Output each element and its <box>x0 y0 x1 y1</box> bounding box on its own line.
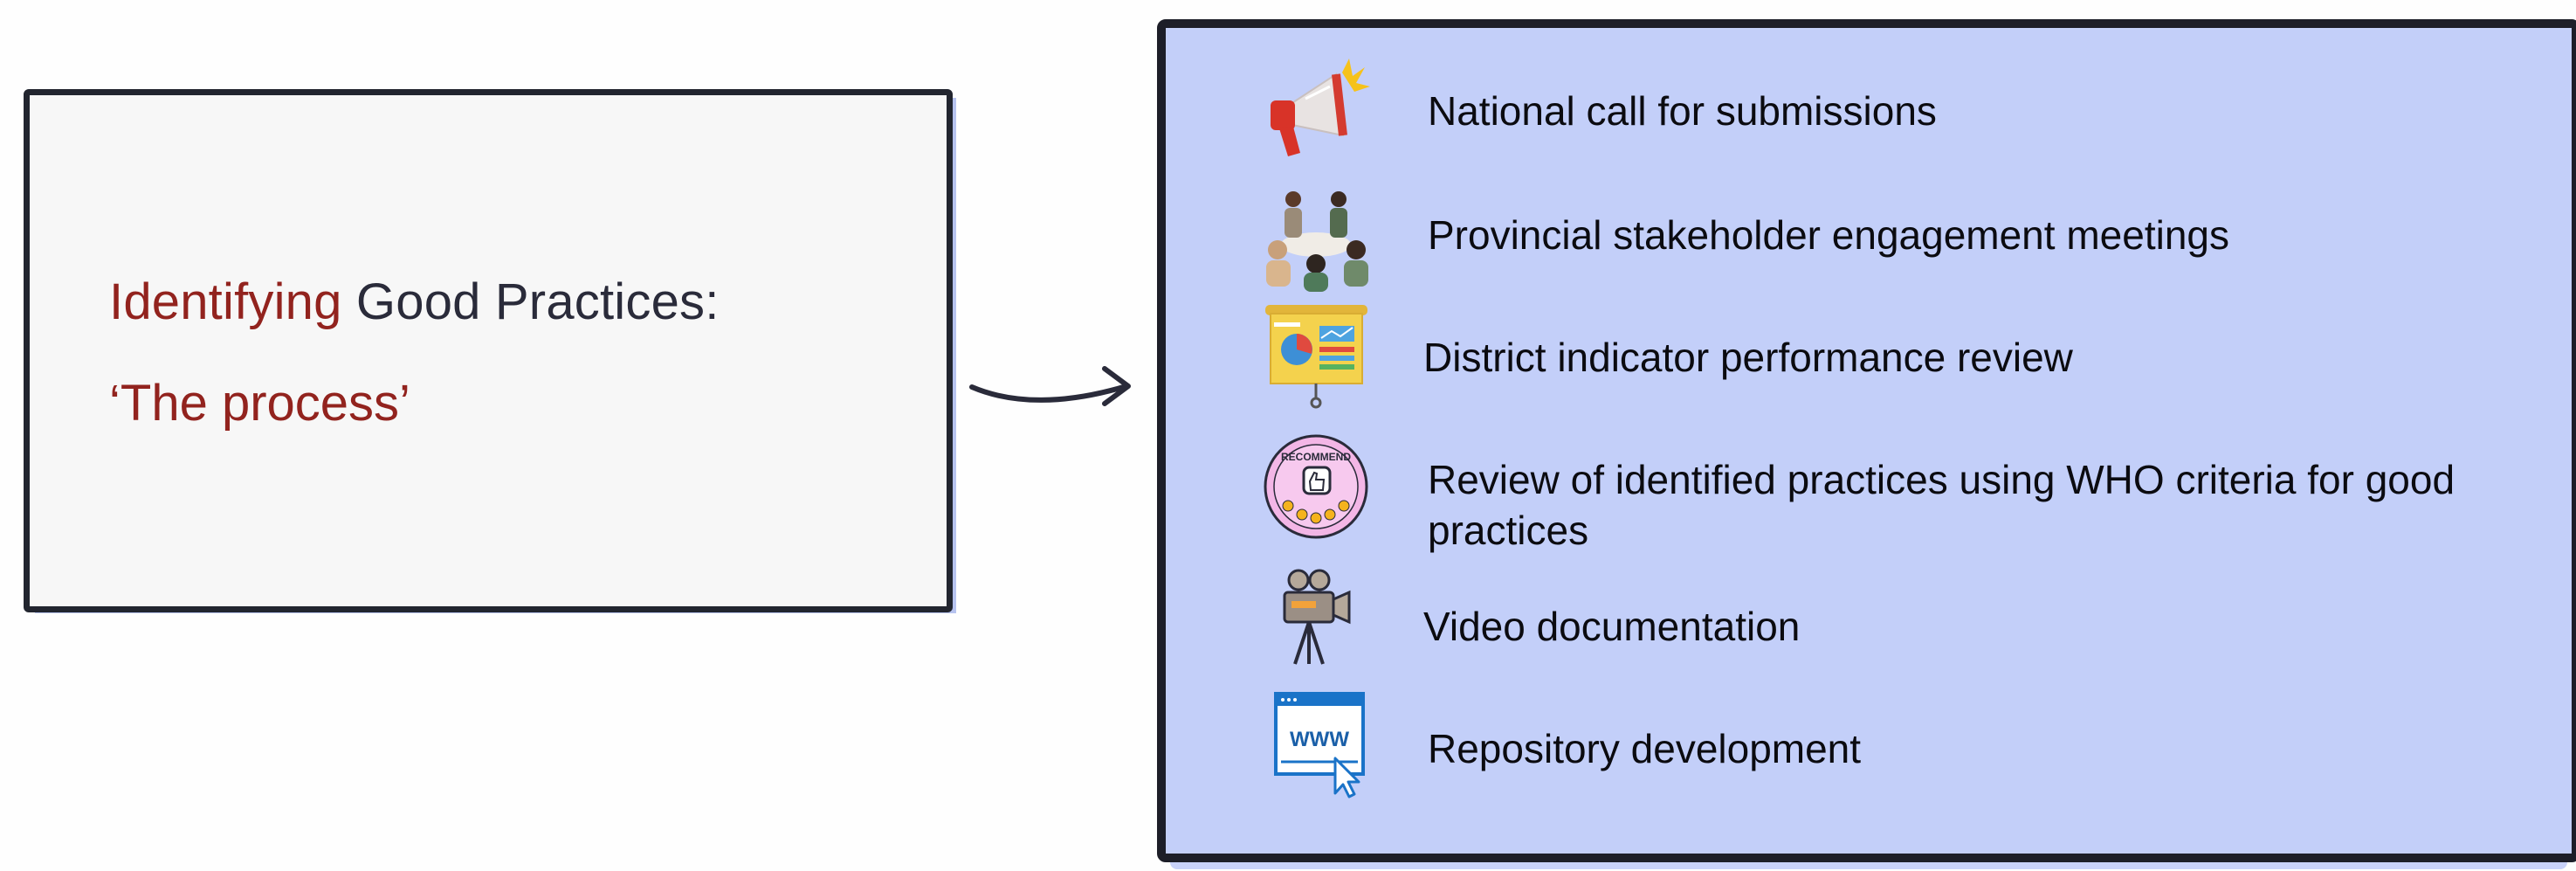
page-title: Identifying Good Practices: <box>109 273 720 331</box>
step-label: Review of identified practices using WHO… <box>1428 457 2455 553</box>
www-text: WWW <box>1290 728 1349 751</box>
title-rest: Good Practices: <box>341 273 720 330</box>
title-box <box>24 89 953 612</box>
process-box <box>1157 19 2576 862</box>
connector-arrow <box>969 366 1131 406</box>
step-label: Provincial stakeholder engagement meetin… <box>1428 212 2229 258</box>
page-subtitle: ‘The process’ <box>109 374 410 432</box>
subtitle-open-quote: ‘ <box>109 375 121 432</box>
meeting-icon <box>1266 191 1368 292</box>
megaphone-icon <box>1271 59 1370 156</box>
step-label: Repository development <box>1428 726 1862 771</box>
web-page-icon: WWW <box>1274 692 1365 798</box>
badge-text: RECOMMEND <box>1281 451 1351 463</box>
subtitle-close-quote: ’ <box>399 375 410 432</box>
step-label: National call for submissions <box>1428 88 1937 134</box>
step-label: District indicator performance review <box>1423 335 2073 380</box>
video-camera-icon <box>1283 569 1351 665</box>
title-accent-word: Identifying <box>109 273 342 330</box>
presentation-board-icon <box>1265 305 1367 409</box>
recommend-badge-icon: RECOMMEND <box>1264 434 1368 539</box>
subtitle-text: The process <box>120 375 400 432</box>
step-label: Video documentation <box>1423 604 1801 649</box>
